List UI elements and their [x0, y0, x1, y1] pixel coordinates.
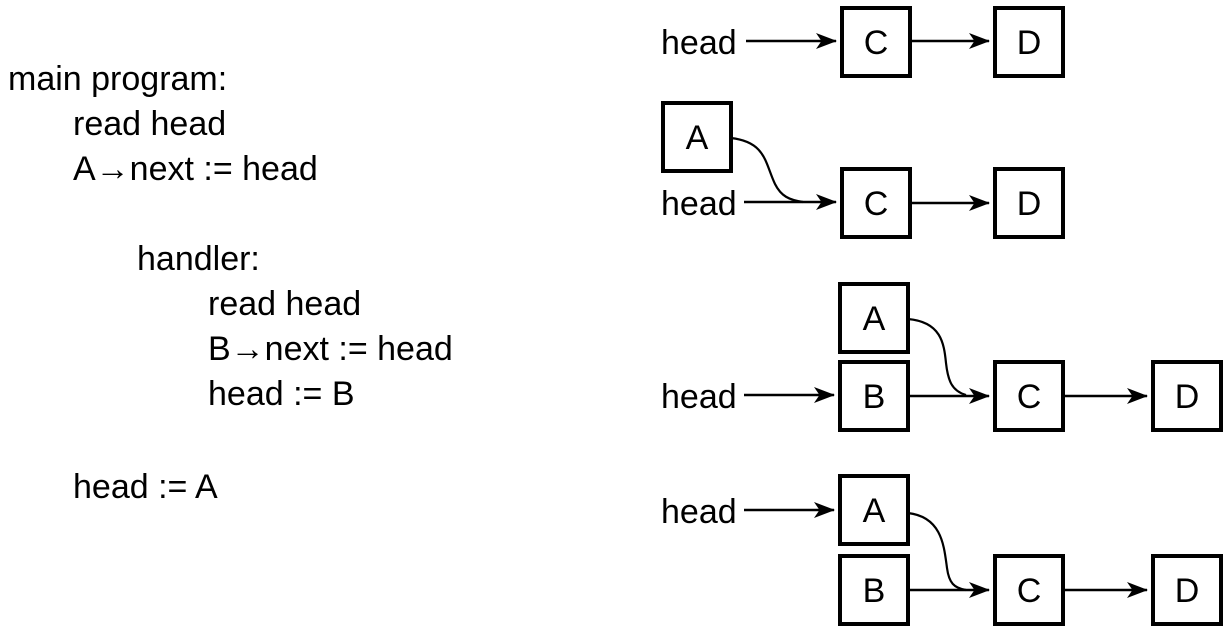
node-box-c [840, 167, 912, 239]
code-line-a-next-assign: A→next := head [73, 150, 318, 188]
list-state-1: head C D [661, 6, 1065, 78]
node-label-b: B [863, 572, 886, 610]
node-label-a: A [686, 119, 709, 157]
code-line-head-assign-a: head := A [73, 468, 218, 506]
node-box-d [1151, 554, 1223, 626]
head-pointer-label: head [661, 493, 737, 531]
code-line-handler: handler: [137, 240, 260, 278]
linked-list-diagrams: head C D A head C D A head [661, 6, 1223, 626]
code-line-handler-read-head: read head [208, 285, 362, 323]
node-box-b [838, 554, 910, 626]
curve-a-next-to-c [907, 317, 967, 397]
node-label-c: C [864, 24, 889, 62]
node-label-d: D [1017, 185, 1042, 223]
list-state-3: A head B C D [661, 282, 1223, 432]
node-box-a [838, 282, 910, 354]
node-box-a [661, 101, 733, 173]
node-label-a: A [863, 300, 886, 338]
node-label-b: B [863, 378, 886, 416]
node-label-c: C [1017, 378, 1042, 416]
code-line-main-program: main program: [8, 60, 228, 98]
node-box-c [993, 360, 1065, 432]
head-pointer-label: head [661, 24, 737, 62]
node-label-d: D [1175, 572, 1200, 610]
node-box-d [993, 6, 1065, 78]
node-label-a: A [863, 492, 886, 530]
code-line-b-next-assign: B→next := head [208, 330, 453, 368]
curve-a-next-to-c [907, 511, 967, 592]
node-label-d: D [1017, 24, 1042, 62]
curve-a-next-to-c [730, 136, 804, 204]
node-box-c [993, 554, 1065, 626]
node-box-d [1151, 360, 1223, 432]
head-pointer-label: head [661, 185, 737, 223]
node-box-c [840, 6, 912, 78]
head-pointer-label: head [661, 378, 737, 416]
node-box-d [993, 167, 1065, 239]
node-label-c: C [1017, 572, 1042, 610]
node-label-c: C [864, 185, 889, 223]
node-label-d: D [1175, 378, 1200, 416]
code-line-main-read-head: read head [73, 105, 227, 143]
node-box-a [838, 474, 910, 546]
code-line-head-assign-b: head := B [208, 375, 355, 413]
list-state-2: A head C D [661, 101, 1065, 239]
list-state-4: head A B C D [661, 474, 1223, 626]
